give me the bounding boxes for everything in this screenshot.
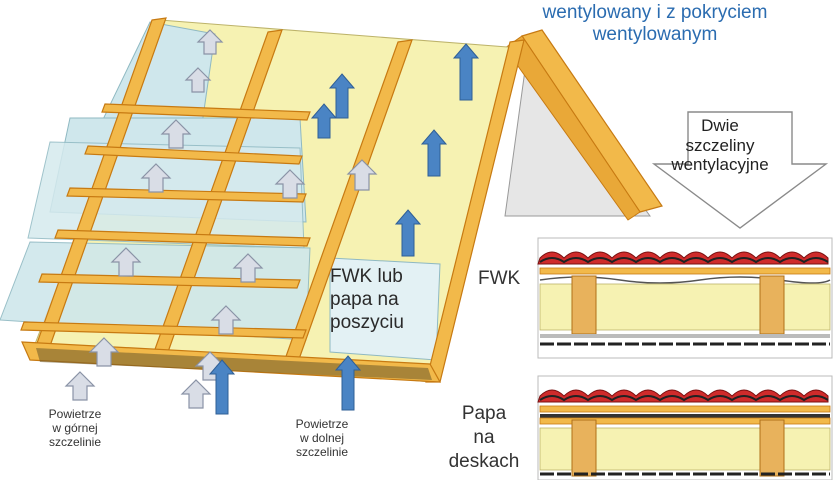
diagram-title: wentylowany i z pokryciem wentylowanym [470, 2, 840, 46]
papa-line-1: Papa [461, 403, 507, 424]
mid-air-line-1: Powietrze [295, 417, 349, 431]
eaves-mesh [36, 348, 432, 380]
section-fwk-label: FWK [478, 268, 521, 289]
papa-line-3: deskach [448, 450, 520, 472]
center-label-line-3: poszyciu [330, 311, 404, 333]
ridge-board-edge [504, 35, 641, 221]
battens [20, 103, 311, 339]
arrow-label-line-3: wentylacyjne [671, 155, 769, 175]
lower-gap-arrows [208, 43, 480, 415]
left-air-line-1: Powietrze [48, 407, 102, 421]
mid-air-line-3: szczelinie [295, 444, 349, 459]
left-air-line-2: w górnej [52, 420, 98, 435]
center-label-line-1: FWK lub [330, 266, 403, 287]
left-air-line-3: szczelinie [48, 434, 102, 449]
mid-air-line-2: w dolnej [299, 430, 345, 445]
arrow-label-line-1: Dwie [701, 116, 739, 135]
lower-gap-air-label: Powietrze w dolnej szczelinie [272, 417, 372, 459]
papa-line-2: na [473, 426, 495, 448]
title-line-1: wentylowany i z pokryciem [542, 2, 768, 23]
upper-gap-air-label: Powietrze w górnej szczelinie [20, 407, 130, 449]
membrane-label: FWK lub papa na poszyciu [330, 266, 436, 334]
upper-gap-arrows [64, 29, 378, 409]
title-line-2: wentylowanym [592, 23, 718, 45]
center-label-line-2: papa na [330, 288, 399, 310]
section-fwk [537, 237, 833, 359]
ventilation-gap-label: Dwie szczeliny wentylacyjne [660, 116, 780, 175]
section-papa-label: Papa na deskach [436, 402, 532, 473]
arrow-label-line-2: szczeliny [685, 135, 755, 155]
section-papa [537, 375, 833, 480]
down-arrow [651, 111, 829, 229]
